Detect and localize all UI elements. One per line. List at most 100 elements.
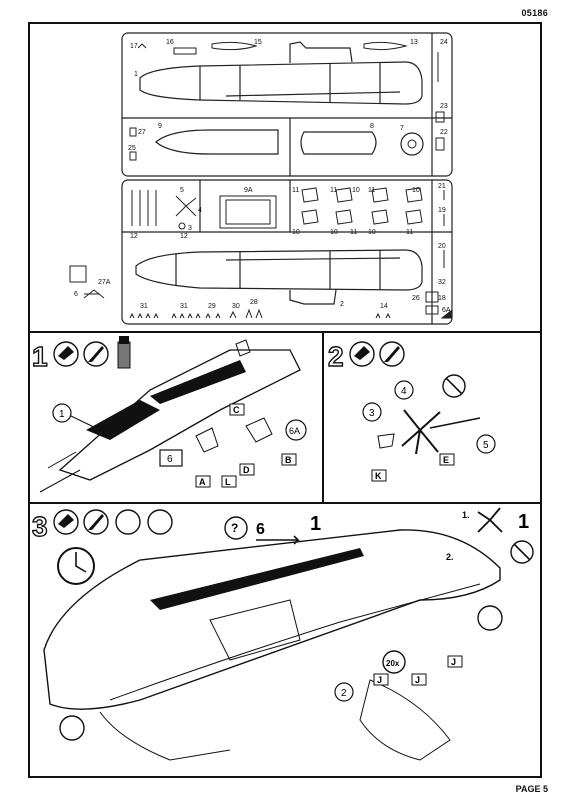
tool-icon (147, 509, 173, 535)
part-label: 16 (166, 39, 174, 46)
step-3: 3 ? 6 1 1. 2. 1 2 20x J (31, 507, 534, 761)
part-8 (300, 131, 377, 155)
glue-tag: B (285, 455, 292, 465)
step-2: 2 3 4 5 K E (327, 340, 496, 482)
kit-code: 05186 (521, 8, 548, 18)
callout-part-6a (285, 419, 307, 441)
part-label: 11 (350, 229, 357, 236)
page-number: PAGE 5 (515, 784, 548, 794)
callout-label: 1 (518, 511, 529, 533)
part-6a-drawing (245, 417, 273, 443)
part-label: 20 (438, 243, 446, 250)
glue-tag: J (415, 675, 420, 685)
sprue-frame-a (121, 32, 453, 177)
part-label: 17 (130, 43, 138, 50)
part-label: 2 (340, 301, 344, 308)
glue-tag: L (225, 477, 231, 487)
instruction-frame (28, 22, 542, 778)
divider-step1-step2 (322, 331, 324, 503)
part-label: 12 (130, 233, 138, 240)
sprue-frame-b (121, 179, 453, 325)
part-label: 21 (438, 183, 446, 190)
part-9a (219, 195, 277, 229)
part-6-drawing (195, 427, 219, 453)
glue-tag: J (377, 675, 382, 685)
decal-icon (115, 509, 141, 535)
part-label: 11 (406, 229, 413, 236)
glue-tag: J (451, 657, 456, 667)
part-label: 6A (442, 307, 451, 314)
part-label: 31 (180, 303, 188, 310)
part-label: 4 (198, 207, 202, 214)
glue-tag: E (443, 455, 449, 465)
hull-half-part-2 (135, 249, 423, 305)
part-15 (211, 41, 258, 51)
callout-label: 5 (483, 440, 489, 451)
part-label: 22 (440, 129, 448, 136)
callout-label: 1 (310, 513, 321, 535)
sub-step-label: 1. (462, 510, 470, 520)
part-label: 25 (128, 145, 136, 152)
submarine-hull (43, 529, 501, 710)
glue-tag: A (199, 477, 206, 487)
step-3-number: 3 (32, 511, 48, 542)
part-label: 10 (330, 229, 338, 236)
part-label: 8 (370, 123, 374, 130)
callout-label: 3 (369, 408, 375, 419)
callout-label: 6 (167, 454, 173, 465)
part-label: 5 (180, 187, 184, 194)
propeller-drawing (477, 507, 503, 533)
glue-tag: K (375, 471, 382, 481)
part-label: 31 (140, 303, 148, 310)
decal-icon (477, 605, 503, 631)
glue-tag: D (243, 465, 250, 475)
part-label: 6 (74, 291, 78, 298)
part-label: 11 (368, 187, 375, 194)
glue-tag: C (233, 405, 240, 415)
step-1: 1 1 6 6A C D B A L (31, 336, 307, 493)
paint-bottle-icon (117, 341, 131, 369)
part-label: 23 (440, 103, 448, 110)
part-label: 11 (292, 187, 299, 194)
step-1-number: 1 (32, 341, 48, 372)
part-label: 29 (208, 303, 216, 310)
part-label: 3 (188, 225, 192, 232)
question-icon (224, 516, 248, 540)
part-9 (155, 129, 279, 155)
hull-half-part-1 (139, 41, 423, 105)
part-label: 15 (254, 39, 262, 46)
callout-label: 4 (401, 386, 407, 397)
step-2-number: 2 (328, 341, 344, 372)
part-label: 24 (440, 39, 448, 46)
drill-count-badge (382, 650, 406, 674)
drill-count: 20x (386, 659, 400, 668)
callout-label: 1 (59, 409, 65, 420)
callout-label: 6 (256, 521, 265, 538)
part-label: 11 (330, 187, 337, 194)
part-label: 14 (380, 303, 388, 310)
part-label: 13 (410, 39, 418, 46)
part-label: 18 (438, 295, 446, 302)
part-label: 10 (292, 229, 300, 236)
callout-part-1 (52, 403, 72, 423)
divider-sprue-steps (28, 331, 542, 333)
callout-part-6 (159, 449, 183, 467)
callout-part-2 (334, 682, 354, 702)
svg-text:?: ? (231, 521, 238, 535)
part-label: 1 (134, 71, 138, 78)
part-label: 27 (138, 129, 146, 136)
part-label: 7 (400, 125, 404, 132)
detail-inset (359, 679, 451, 761)
parts-10-11-rudders (301, 187, 423, 225)
part-3-drawing (377, 433, 395, 449)
callout-label: 6A (289, 426, 300, 436)
part-label: 10 (368, 229, 376, 236)
part-label: 9A (244, 187, 253, 194)
part-label: 32 (438, 279, 446, 286)
part-4-propeller (175, 195, 197, 217)
callout-label: 2 (341, 688, 347, 699)
sub-step-label: 2. (446, 552, 454, 562)
part-label: 19 (438, 207, 446, 214)
part-label: 26 (412, 295, 420, 302)
